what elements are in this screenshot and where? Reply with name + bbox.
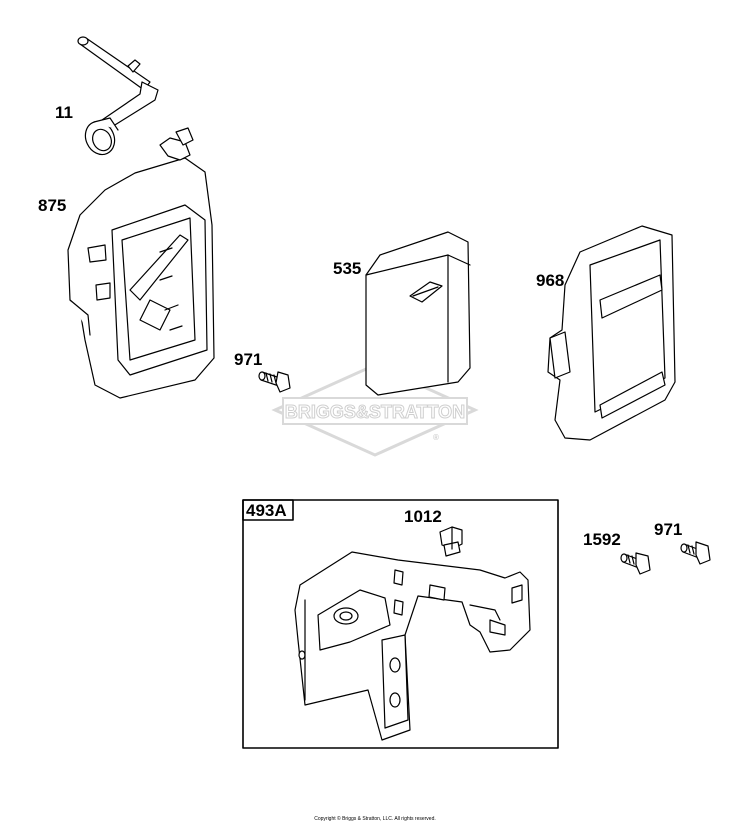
callout-875: 875 <box>38 196 67 215</box>
air-cleaner-base-part <box>67 127 215 399</box>
fastener-part-1012 <box>439 526 463 557</box>
callout-535: 535 <box>333 259 362 278</box>
kit-box-493a <box>242 499 559 749</box>
callout-1592: 1592 <box>583 530 621 549</box>
bolt-part-1592 <box>620 552 651 575</box>
control-bracket-part <box>294 551 531 741</box>
watermark-registered-mark: ® <box>433 433 439 442</box>
briggs-stratton-watermark: BRIGGS&STRATTON ® <box>271 363 479 457</box>
breather-tube-part <box>77 36 159 156</box>
callout-1012: 1012 <box>404 507 442 526</box>
callout-968: 968 <box>536 271 565 290</box>
copyright-notice: Copyright © Briggs & Stratton, LLC. All … <box>314 816 436 822</box>
callout-971-bottom: 971 <box>654 520 683 539</box>
callout-493a: 493A <box>246 501 287 520</box>
foam-filter-part <box>365 231 471 396</box>
watermark-text: BRIGGS&STRATTON <box>285 402 465 422</box>
air-cleaner-cover-part <box>547 225 676 441</box>
bolt-part-top <box>258 371 291 393</box>
callout-971-top: 971 <box>234 350 263 369</box>
callout-11: 11 <box>55 103 73 122</box>
bolt-part-bottom <box>680 541 711 565</box>
